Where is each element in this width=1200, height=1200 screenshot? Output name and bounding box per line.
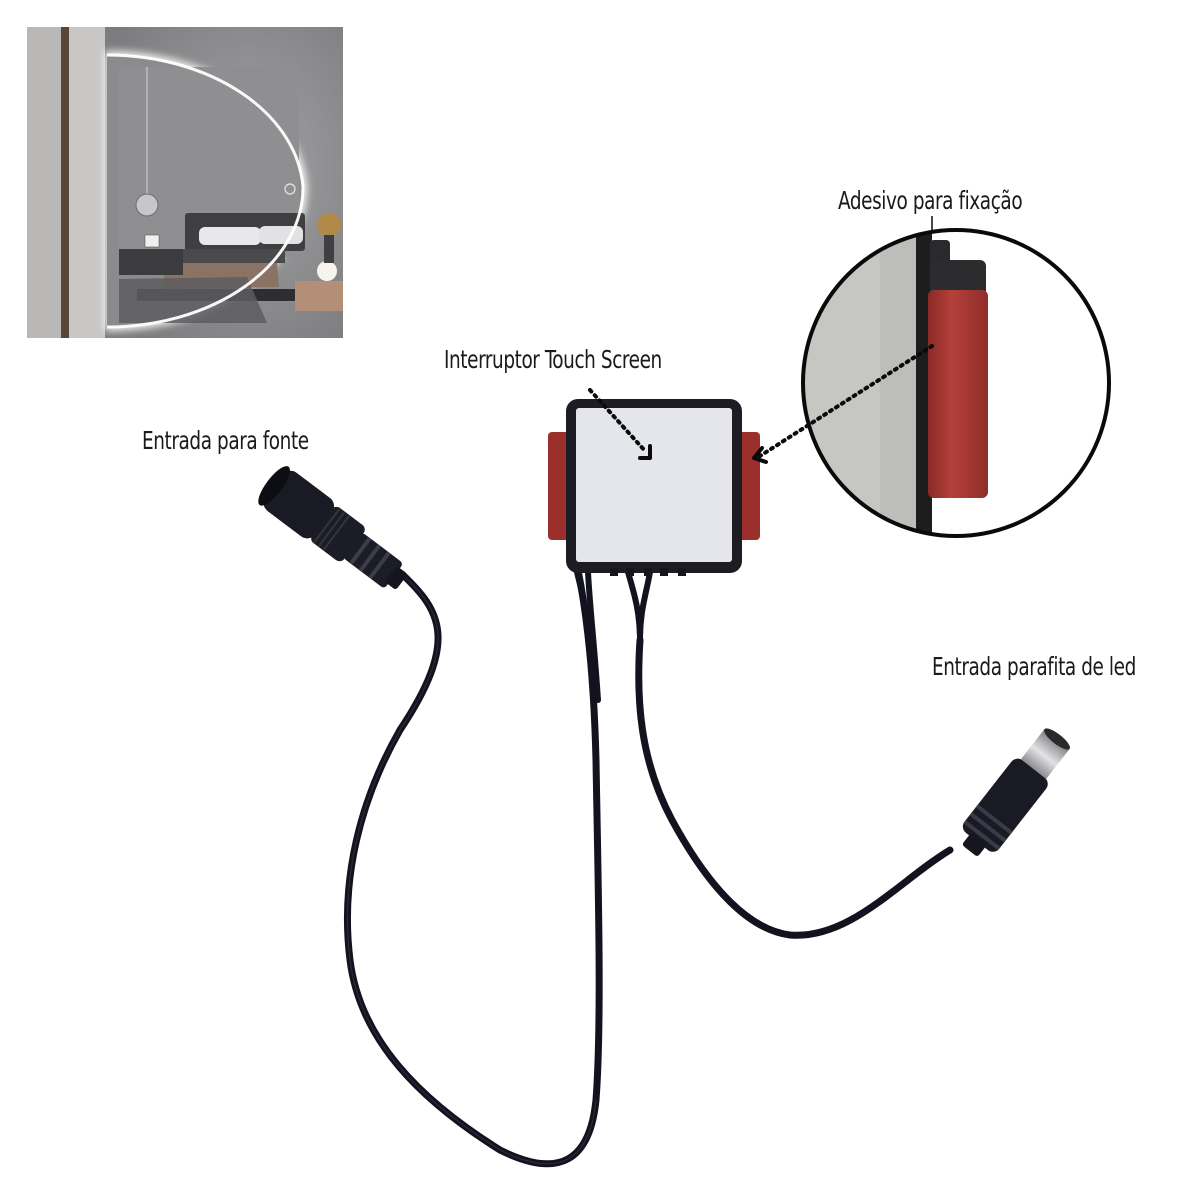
leader-lines bbox=[588, 344, 934, 458]
power-input-cable bbox=[343, 566, 603, 1168]
arrowheads bbox=[638, 444, 768, 464]
leader-adhesive bbox=[758, 344, 934, 458]
led-output-cable bbox=[635, 636, 954, 939]
adhesive-detail-zoom-circle bbox=[801, 228, 1111, 538]
label-adhesive: Adesivo para fixação bbox=[838, 186, 1023, 215]
dc-male-plug bbox=[962, 728, 1070, 856]
led-mirror-inset-photo bbox=[27, 27, 343, 341]
label-touch-switch: Interruptor Touch Screen bbox=[444, 345, 662, 374]
label-led-output: Entrada parafita de led bbox=[932, 652, 1136, 681]
arrowhead-adhesive bbox=[752, 446, 768, 464]
arrowhead-touch-switch bbox=[638, 444, 652, 460]
mirror-scene-illustration bbox=[27, 27, 343, 341]
leader-touch-switch bbox=[588, 388, 648, 454]
cables bbox=[343, 566, 954, 1168]
touch-switch-module bbox=[548, 399, 760, 576]
label-power-input: Entrada para fonte bbox=[142, 426, 309, 455]
dc-female-jack bbox=[258, 466, 407, 589]
